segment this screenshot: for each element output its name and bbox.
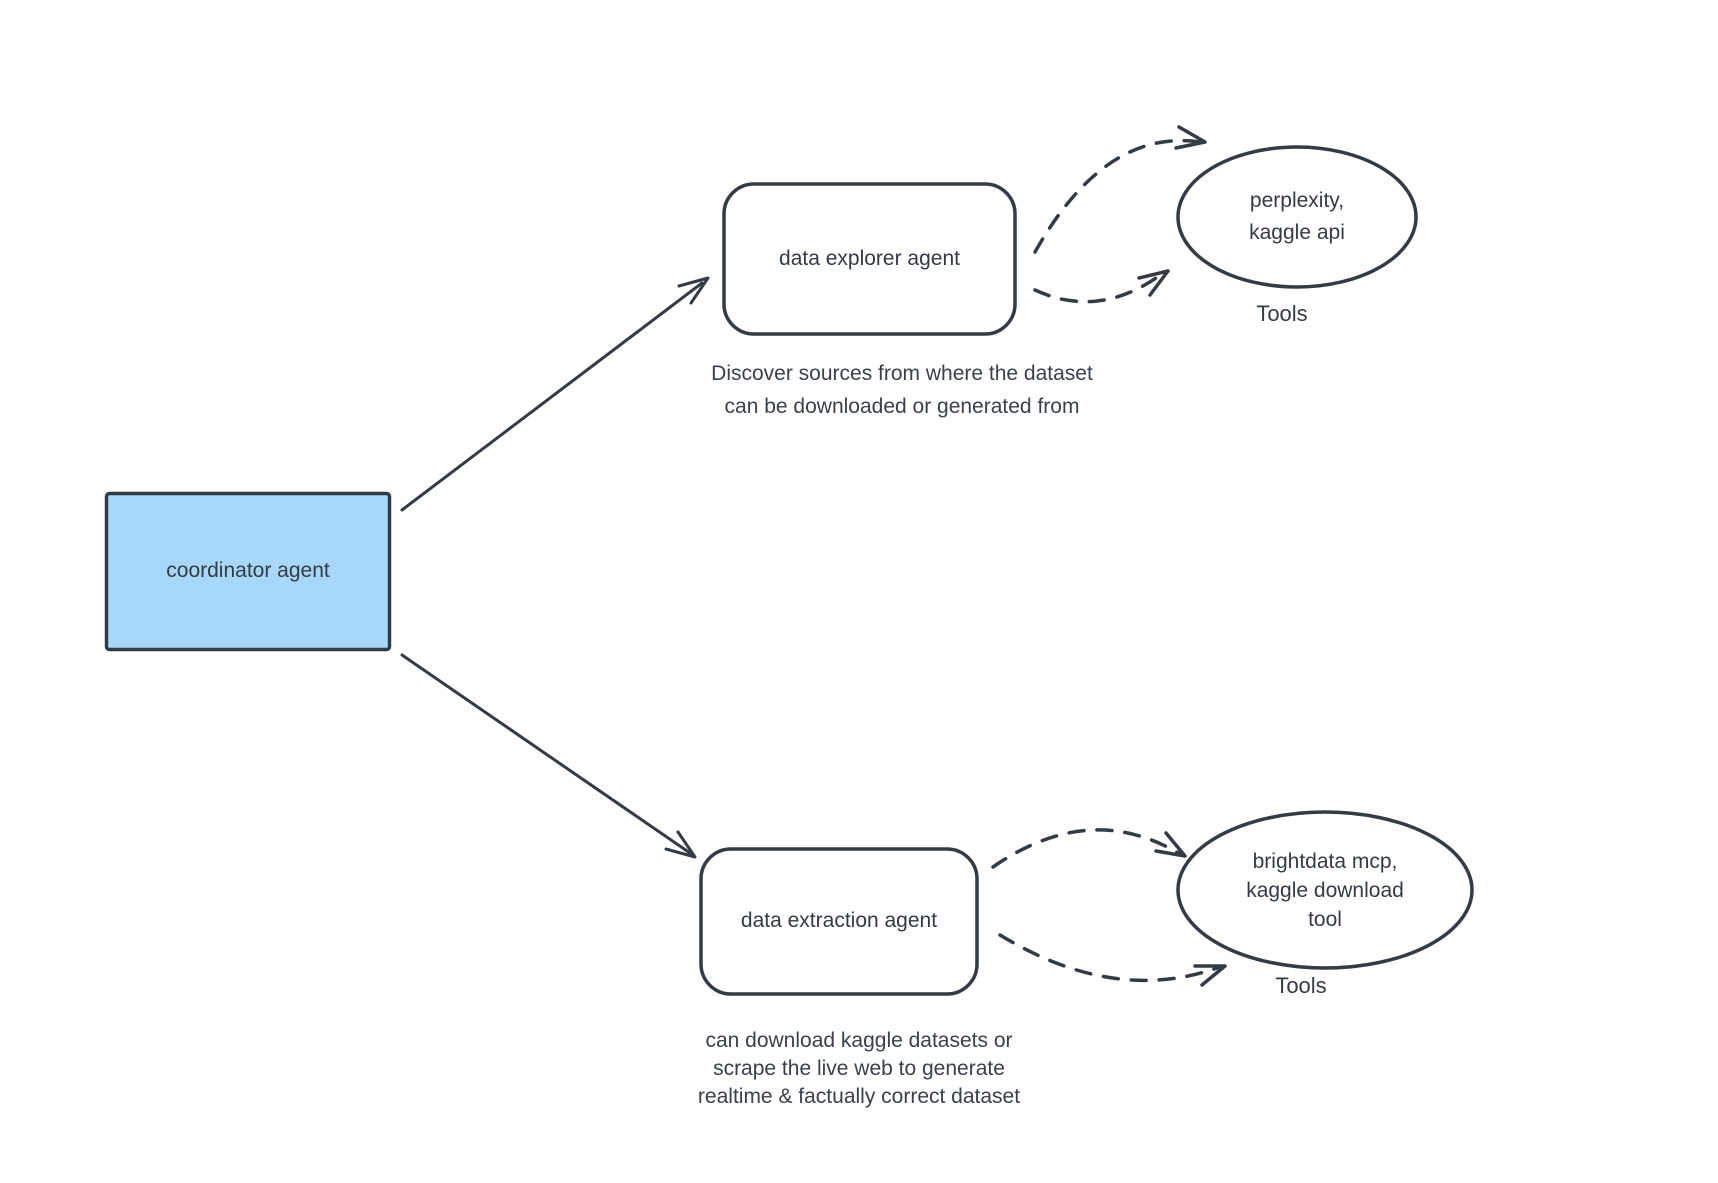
- data-explorer-agent-node: [722, 182, 1017, 336]
- explorer-to-tools-arrow-lower: [1033, 269, 1170, 304]
- coordinator-to-extraction-arrow: [400, 653, 697, 859]
- coordinator-agent-node: [104, 491, 392, 652]
- extraction-to-tools-arrow-lower: [998, 933, 1227, 987]
- explorer-to-tools-arrow-upper: [1033, 125, 1207, 254]
- extraction-to-tools-arrow-upper: [991, 828, 1187, 869]
- coordinator-to-explorer-arrow: [400, 276, 710, 512]
- diagram-shapes: [104, 125, 1474, 996]
- extraction-tools-ellipse: [1176, 810, 1474, 970]
- data-extraction-agent-node: [699, 847, 979, 996]
- explorer-tools-ellipse: [1176, 145, 1418, 289]
